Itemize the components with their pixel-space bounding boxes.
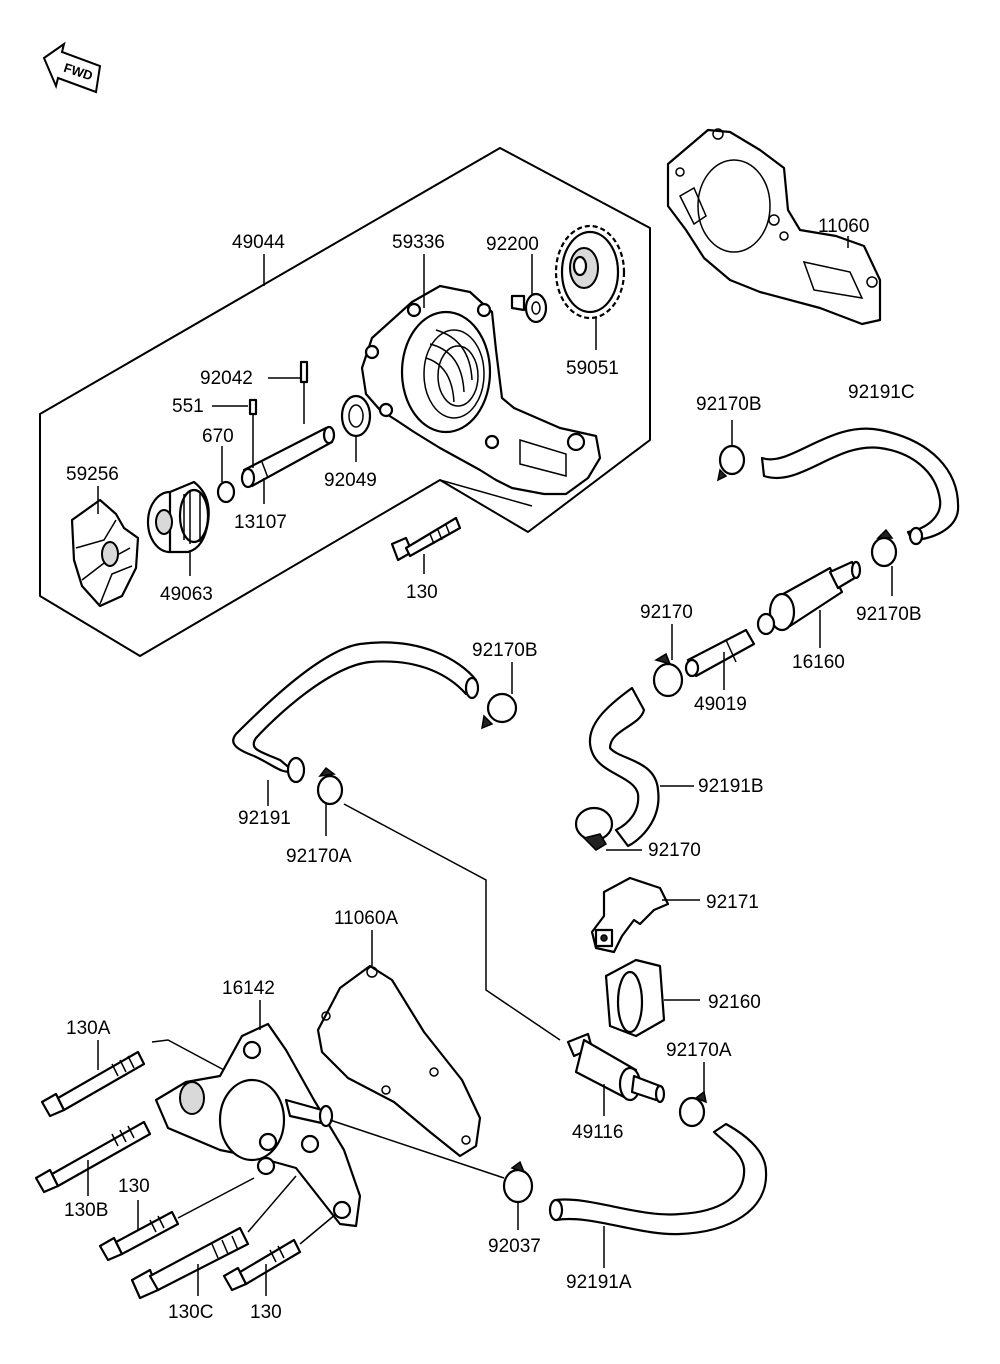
o-ring-part bbox=[216, 480, 236, 504]
label-13107: 13107 bbox=[234, 512, 287, 533]
label-130a: 130A bbox=[66, 1018, 111, 1039]
label-49063: 49063 bbox=[160, 584, 213, 605]
hose-clamp-part bbox=[870, 528, 898, 596]
hose-clamp-part bbox=[574, 806, 642, 851]
label-92042: 92042 bbox=[200, 368, 253, 389]
bolt-part bbox=[390, 516, 462, 562]
bolt-part bbox=[222, 1213, 337, 1296]
mechanical-seal-part bbox=[146, 480, 210, 554]
label-49044: 49044 bbox=[232, 232, 285, 253]
bolt-part bbox=[34, 1120, 152, 1196]
label-551: 551 bbox=[172, 396, 204, 417]
shaft-part bbox=[240, 425, 336, 489]
label-92191c: 92191C bbox=[848, 382, 915, 403]
hose-part-92191c bbox=[760, 427, 960, 546]
kit-boundary bbox=[39, 147, 651, 657]
label-130b: 130B bbox=[64, 1200, 108, 1221]
hose-clamp-part bbox=[652, 624, 684, 698]
label-92170-b: 92170 bbox=[648, 840, 701, 861]
label-130-top: 130 bbox=[406, 582, 438, 603]
label-92170b-b: 92170B bbox=[472, 640, 538, 661]
label-92170a-a: 92170A bbox=[286, 846, 352, 867]
gear-part bbox=[554, 224, 626, 320]
label-59256: 59256 bbox=[66, 464, 119, 485]
hose-clamp-part bbox=[481, 662, 518, 730]
impeller-part bbox=[70, 498, 140, 608]
label-92170b-c: 92170B bbox=[856, 604, 922, 625]
hose-part-92191 bbox=[232, 641, 480, 806]
pin-part bbox=[248, 360, 309, 468]
label-670: 670 bbox=[202, 426, 234, 447]
label-11060: 11060 bbox=[818, 216, 869, 237]
label-92170-a: 92170 bbox=[640, 602, 693, 623]
label-16160: 16160 bbox=[792, 652, 845, 673]
label-11060a: 11060A bbox=[334, 908, 398, 929]
leader-lines bbox=[97, 236, 849, 576]
assembly-line bbox=[343, 803, 561, 1041]
label-59336: 59336 bbox=[392, 232, 445, 253]
label-92049: 92049 bbox=[324, 470, 377, 491]
hose-part-92191a bbox=[548, 1122, 768, 1268]
hose-clamp-part bbox=[678, 1062, 708, 1128]
gasket-part bbox=[666, 128, 882, 326]
seal-part bbox=[340, 394, 372, 438]
hose-clamp-part bbox=[316, 766, 344, 836]
hose-part-92191b bbox=[588, 686, 694, 848]
label-92171: 92171 bbox=[706, 892, 759, 913]
pump-body-part bbox=[360, 284, 602, 496]
label-92170b-a: 92170B bbox=[696, 394, 762, 415]
label-16142: 16142 bbox=[222, 978, 275, 999]
forward-arrow-icon: FWD bbox=[42, 41, 102, 94]
label-92200: 92200 bbox=[486, 234, 539, 255]
label-92191b: 92191B bbox=[698, 776, 764, 797]
label-92160: 92160 bbox=[708, 992, 761, 1013]
pump-cover-part bbox=[154, 1000, 362, 1228]
label-49019: 49019 bbox=[694, 694, 747, 715]
label-59051: 59051 bbox=[566, 358, 619, 379]
label-130-bot: 130 bbox=[250, 1302, 282, 1323]
bracket-part bbox=[590, 876, 700, 954]
fitting-part-16160 bbox=[756, 560, 862, 648]
hose-clamp-part bbox=[716, 420, 746, 482]
bolt-part bbox=[40, 1039, 225, 1118]
bolt-part bbox=[130, 1175, 297, 1300]
label-130c: 130C bbox=[168, 1302, 213, 1323]
label-49116: 49116 bbox=[572, 1122, 623, 1143]
label-92191: 92191 bbox=[238, 808, 291, 829]
fitting-part-49019 bbox=[684, 628, 756, 690]
fitting-part-49116 bbox=[566, 1032, 666, 1116]
hose-clamp-part bbox=[329, 1119, 534, 1230]
sleeve-part bbox=[604, 958, 700, 1038]
label-92191a: 92191A bbox=[566, 1272, 632, 1293]
bolt-part bbox=[98, 1177, 255, 1262]
label-92170a-b: 92170A bbox=[666, 1040, 732, 1061]
label-92037: 92037 bbox=[488, 1236, 541, 1257]
washer-part bbox=[510, 292, 548, 324]
gasket-part-11060a bbox=[316, 930, 482, 1158]
label-130-mid: 130 bbox=[118, 1176, 150, 1197]
part-labels: 49044 59336 92200 59051 11060 92042 551 … bbox=[64, 216, 922, 1323]
